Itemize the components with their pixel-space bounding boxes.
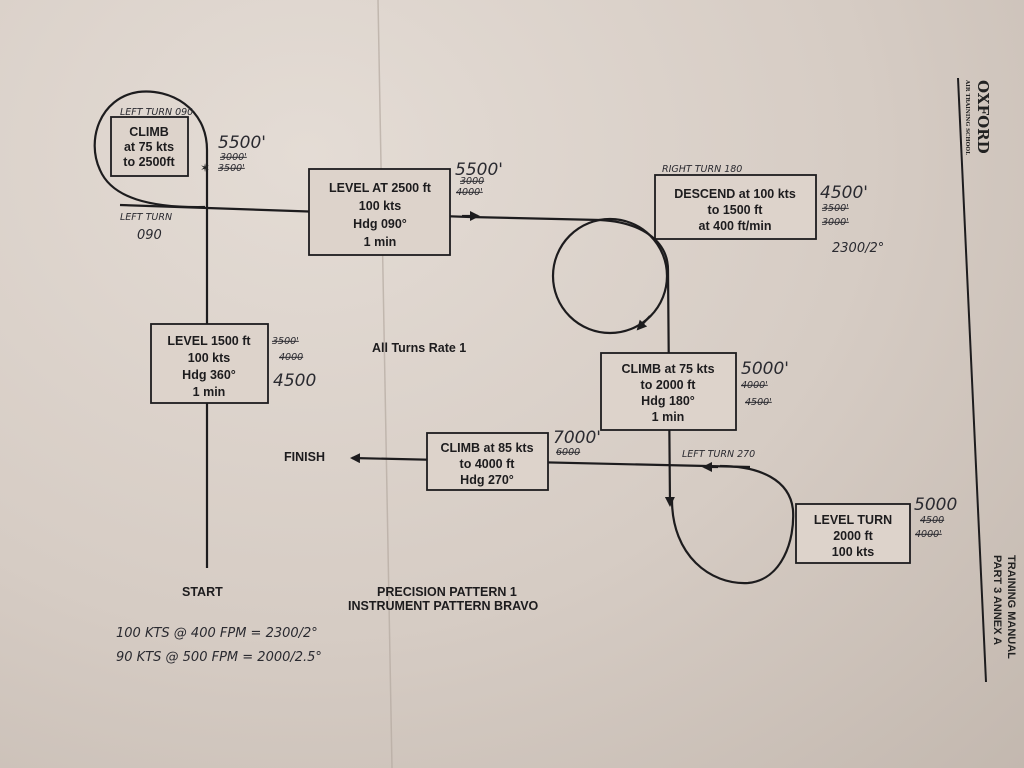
svg-text:100 kts: 100 kts bbox=[359, 199, 401, 213]
hw-alt-climb-top: 5500' bbox=[218, 133, 266, 153]
hw-note-1: 100 KTS @ 400 FPM = 2300/2° bbox=[116, 626, 318, 641]
hw-alt-level-turn: 5000 bbox=[914, 495, 957, 515]
box-climb-top bbox=[110, 116, 189, 177]
svg-text:OXFORD: OXFORD bbox=[974, 80, 992, 154]
box-level-turn bbox=[795, 503, 911, 564]
svg-text:CLIMB at 75 kts: CLIMB at 75 kts bbox=[621, 362, 714, 376]
svg-text:100 kts: 100 kts bbox=[832, 545, 874, 559]
start-label: START bbox=[182, 585, 223, 599]
star-marker: ✶ bbox=[200, 161, 210, 175]
hw-left-turn-left-2: 090 bbox=[137, 228, 162, 243]
svg-text:to 2000 ft: to 2000 ft bbox=[641, 378, 697, 392]
path-west-leg bbox=[350, 453, 751, 469]
hw-alt-level-1500: 4500 bbox=[273, 371, 316, 391]
hw-left-turn-left-1: LEFT TURN bbox=[120, 212, 172, 223]
hw-left-turn-270: LEFT TURN 270 bbox=[682, 449, 755, 460]
hw-alt-climb-2000-x1: 4000' bbox=[741, 380, 768, 391]
hw-descent-rate: 2300/2° bbox=[832, 241, 884, 256]
svg-text:100 kts: 100 kts bbox=[188, 351, 230, 365]
svg-text:DESCEND at 100 kts: DESCEND at 100 kts bbox=[674, 187, 796, 201]
svg-text:Hdg 090°: Hdg 090° bbox=[353, 217, 407, 231]
box-climb-4000 bbox=[426, 432, 549, 491]
svg-text:PART 3 ANNEX A: PART 3 ANNEX A bbox=[991, 555, 1003, 645]
svg-text:to 4000 ft: to 4000 ft bbox=[460, 457, 516, 471]
hw-alt-descend-x1: 3500' bbox=[822, 203, 849, 214]
svg-text:TRAINING MANUAL: TRAINING MANUAL bbox=[1005, 555, 1017, 659]
box-climb-4000-text: CLIMB at 85 kts to 4000 ft Hdg 270° bbox=[440, 441, 533, 487]
hw-alt-descend-x2: 3000' bbox=[822, 217, 849, 228]
hw-alt-level-1500-x1: 3500' bbox=[272, 336, 299, 347]
svg-text:CLIMB at 85 kts: CLIMB at 85 kts bbox=[440, 441, 533, 455]
box-level-2500 bbox=[308, 168, 451, 256]
svg-text:AIR TRAINING SCHOOL: AIR TRAINING SCHOOL bbox=[964, 79, 970, 155]
box-level-1500 bbox=[150, 323, 269, 404]
svg-text:1 min: 1 min bbox=[364, 235, 397, 249]
svg-text:LEVEL 1500 ft: LEVEL 1500 ft bbox=[167, 334, 251, 348]
hw-alt-level-2500-x2: 4000' bbox=[456, 187, 483, 198]
hw-alt-climb-2000-x2: 4500' bbox=[745, 397, 772, 408]
hw-right-turn: RIGHT TURN 180 bbox=[662, 164, 742, 175]
svg-text:1 min: 1 min bbox=[652, 410, 685, 424]
paper-fold bbox=[377, 0, 393, 768]
svg-text:to 1500 ft: to 1500 ft bbox=[708, 203, 764, 217]
pattern-title-2: INSTRUMENT PATTERN BRAVO bbox=[348, 599, 539, 613]
path-loop-level-turn bbox=[670, 464, 795, 585]
oxford-logo: OXFORD AIR TRAINING SCHOOL bbox=[964, 79, 992, 155]
box-level-1500-text: LEVEL 1500 ft 100 kts Hdg 360° 1 min bbox=[167, 334, 251, 399]
svg-text:Hdg 270°: Hdg 270° bbox=[460, 473, 514, 487]
box-descend bbox=[654, 174, 817, 240]
hw-alt-level-2500: 5500' bbox=[455, 160, 503, 180]
svg-text:1 min: 1 min bbox=[193, 385, 226, 399]
hw-alt-climb-4000-x1: 6000 bbox=[556, 447, 580, 458]
svg-text:Hdg 360°: Hdg 360° bbox=[182, 368, 236, 382]
finish-label: FINISH bbox=[284, 450, 325, 464]
box-descend-text: DESCEND at 100 kts to 1500 ft at 400 ft/… bbox=[674, 187, 796, 233]
svg-text:at 400 ft/min: at 400 ft/min bbox=[699, 219, 772, 233]
svg-text:CLIMB: CLIMB bbox=[129, 125, 169, 139]
hw-alt-level-turn-x1: 4500 bbox=[920, 515, 944, 526]
hw-alt-descend: 4500' bbox=[820, 183, 868, 203]
pattern-title-1: PRECISION PATTERN 1 bbox=[377, 585, 517, 599]
hw-left-turn-top: LEFT TURN 090 bbox=[120, 107, 193, 118]
box-climb-2000 bbox=[600, 352, 737, 431]
box-level-turn-text: LEVEL TURN 2000 ft 100 kts bbox=[814, 513, 892, 559]
svg-text:to 2500ft: to 2500ft bbox=[123, 155, 175, 169]
svg-text:at 75 kts: at 75 kts bbox=[124, 140, 174, 154]
box-level-2500-text: LEVEL AT 2500 ft 100 kts Hdg 090° 1 min bbox=[329, 181, 432, 249]
hw-alt-climb-top-x2: 3500' bbox=[218, 163, 245, 174]
margin-rule bbox=[957, 77, 987, 683]
hw-alt-level-turn-x2: 4000' bbox=[915, 529, 942, 540]
all-turns-note: All Turns Rate 1 bbox=[372, 341, 466, 355]
svg-text:LEVEL AT 2500 ft: LEVEL AT 2500 ft bbox=[329, 181, 432, 195]
box-climb-top-text: CLIMB at 75 kts to 2500ft bbox=[123, 125, 175, 169]
svg-text:LEVEL TURN: LEVEL TURN bbox=[814, 513, 892, 527]
hw-alt-climb-4000: 7000' bbox=[553, 428, 601, 448]
path-loop-right-turn bbox=[551, 217, 669, 335]
hw-alt-climb-2000: 5000' bbox=[741, 359, 789, 379]
svg-text:Hdg 180°: Hdg 180° bbox=[641, 394, 695, 408]
hw-alt-level-1500-x2: 4000 bbox=[279, 352, 303, 363]
path-loop-climb bbox=[93, 90, 209, 209]
hw-alt-level-2500-x1: 3000 bbox=[460, 176, 484, 187]
hw-alt-climb-top-x1: 3000' bbox=[220, 152, 247, 163]
svg-text:2000 ft: 2000 ft bbox=[833, 529, 873, 543]
box-climb-2000-text: CLIMB at 75 kts to 2000 ft Hdg 180° 1 mi… bbox=[621, 362, 714, 424]
manual-reference: TRAINING MANUAL PART 3 ANNEX A bbox=[991, 555, 1017, 659]
hw-note-2: 90 KTS @ 500 FPM = 2000/2.5° bbox=[116, 650, 322, 665]
